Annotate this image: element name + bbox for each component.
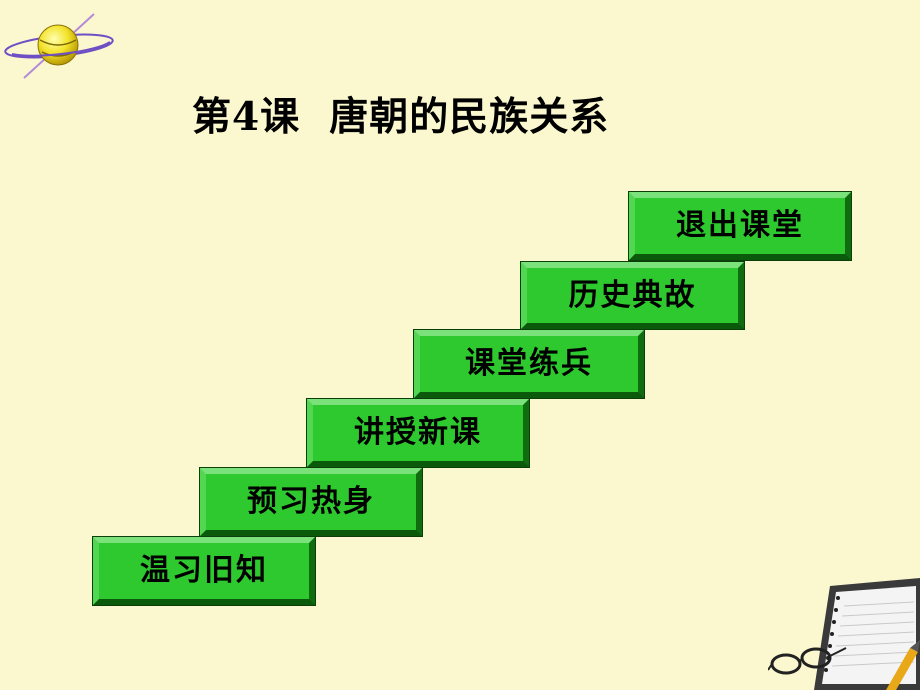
page-title: 第4课 唐朝的民族关系 bbox=[192, 94, 610, 140]
step-label: 温习旧知 bbox=[140, 553, 268, 588]
notebook-glasses-icon bbox=[768, 578, 920, 690]
menu-step-preview[interactable]: 预习热身 bbox=[199, 467, 423, 537]
menu-step-exit[interactable]: 退出课堂 bbox=[628, 191, 852, 261]
step-label: 讲授新课 bbox=[354, 415, 482, 450]
step-label: 历史典故 bbox=[568, 277, 697, 313]
menu-step-practice[interactable]: 课堂练兵 bbox=[413, 329, 645, 399]
globe-icon bbox=[4, 13, 114, 79]
step-label: 退出课堂 bbox=[676, 208, 804, 243]
step-label: 课堂练兵 bbox=[465, 346, 593, 381]
menu-step-new-lesson[interactable]: 讲授新课 bbox=[306, 398, 530, 468]
menu-step-history-story[interactable]: 历史典故 bbox=[520, 261, 745, 330]
step-label: 预习热身 bbox=[247, 484, 375, 519]
menu-step-review[interactable]: 温习旧知 bbox=[92, 536, 316, 606]
